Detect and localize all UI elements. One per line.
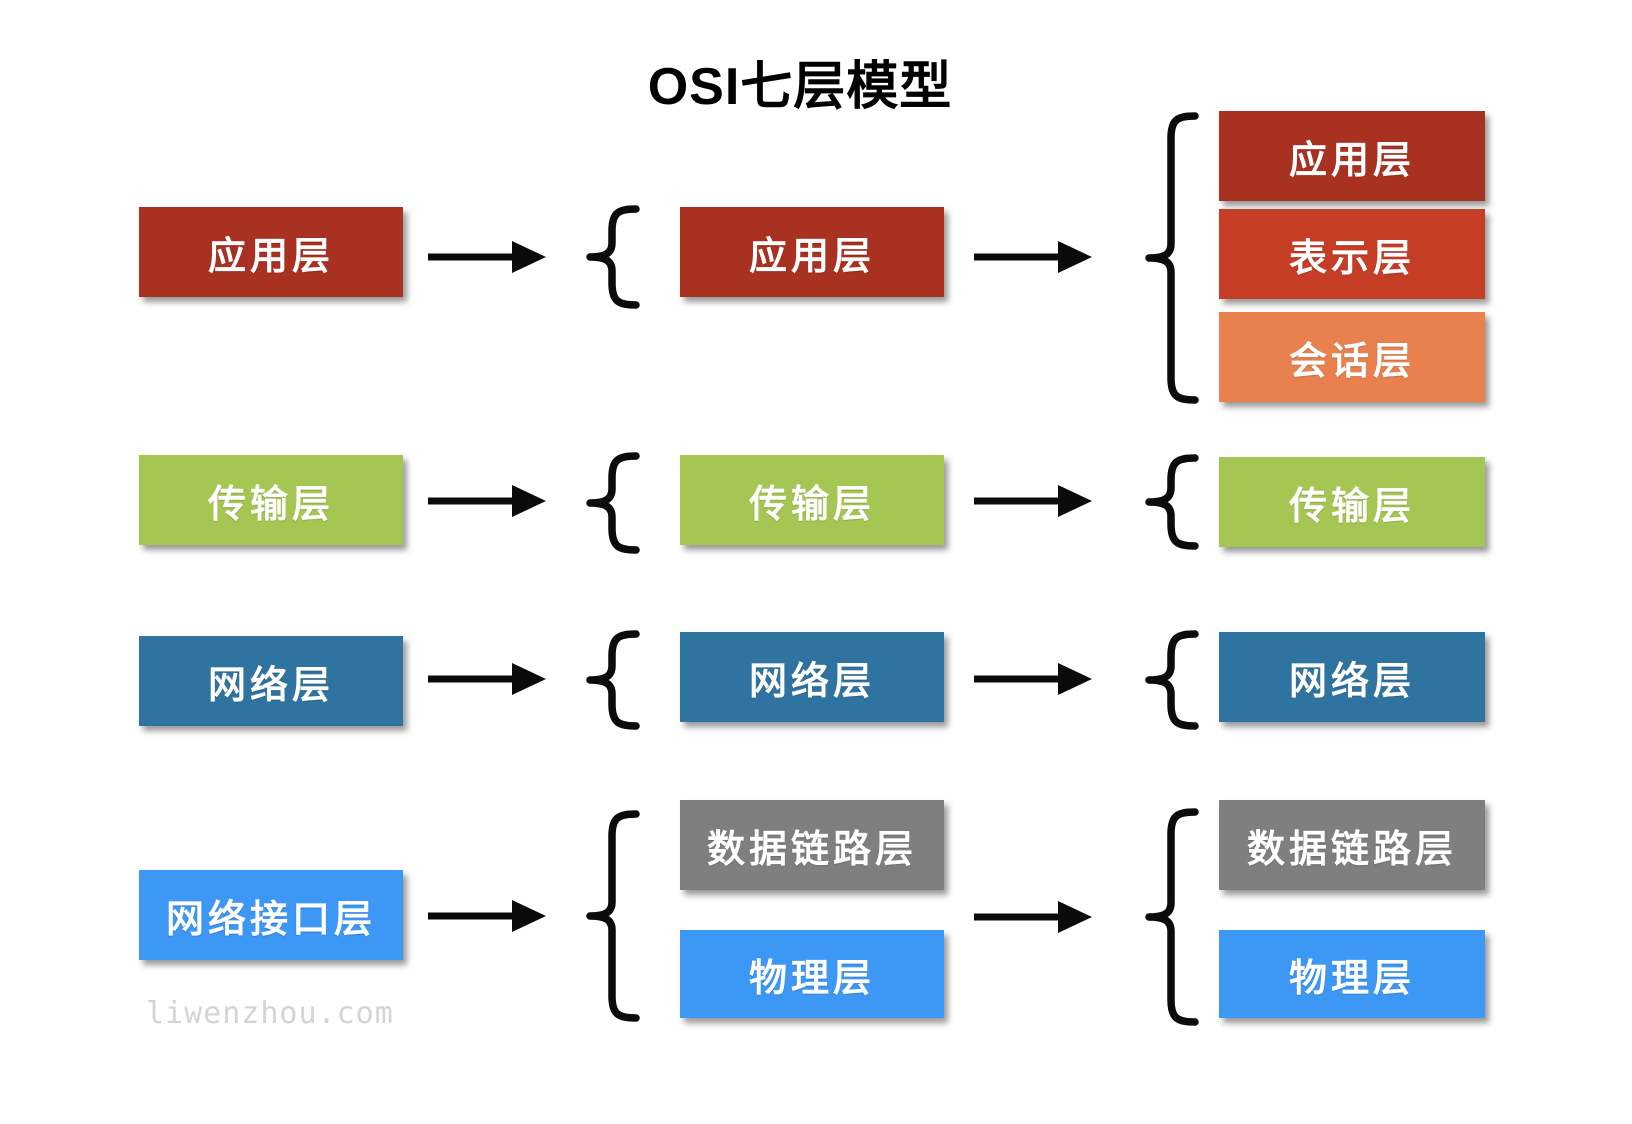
box-left-application: 应用层 xyxy=(139,207,403,297)
box-label: 应用层 xyxy=(1288,139,1415,182)
box-label: 应用层 xyxy=(207,235,334,278)
brace-right-top-group xyxy=(1145,112,1199,404)
box-label: 物理层 xyxy=(1288,957,1415,1000)
diagram-title: OSI七层模型 xyxy=(647,58,953,116)
brace-middle-row3 xyxy=(586,630,640,730)
box-middle-physical: 物理层 xyxy=(680,930,944,1018)
box-label: 传输层 xyxy=(207,483,334,526)
box-middle-datalink: 数据链路层 xyxy=(680,800,944,890)
box-label: 应用层 xyxy=(748,235,875,278)
arrow-left-to-middle-row2 xyxy=(428,485,546,517)
box-right-application: 应用层 xyxy=(1219,111,1485,201)
box-right-physical: 物理层 xyxy=(1219,930,1485,1018)
box-label: 网络层 xyxy=(207,664,334,707)
box-right-transport: 传输层 xyxy=(1219,457,1485,547)
arrow-middle-to-right-row1 xyxy=(974,241,1092,273)
box-right-datalink: 数据链路层 xyxy=(1219,800,1485,890)
box-label: 网络层 xyxy=(1288,660,1415,703)
box-right-presentation: 表示层 xyxy=(1219,209,1485,299)
brace-middle-bottom-group xyxy=(586,810,640,1022)
brace-middle-row1 xyxy=(586,205,640,309)
box-label: 传输层 xyxy=(1288,485,1415,528)
box-label: 网络接口层 xyxy=(165,898,376,941)
box-left-network-interface: 网络接口层 xyxy=(139,870,403,960)
box-label: 物理层 xyxy=(748,957,875,1000)
box-label: 数据链路层 xyxy=(706,828,917,871)
box-left-transport: 传输层 xyxy=(139,455,403,545)
box-label: 会话层 xyxy=(1288,340,1415,383)
watermark: liwenzhou.com xyxy=(146,996,394,1031)
arrow-middle-to-right-row3 xyxy=(974,663,1092,695)
box-label: 传输层 xyxy=(748,483,875,526)
box-middle-transport: 传输层 xyxy=(680,455,944,545)
arrow-middle-to-right-row4 xyxy=(974,901,1092,933)
arrow-left-to-middle-row4 xyxy=(428,900,546,932)
box-middle-application: 应用层 xyxy=(680,207,944,297)
arrow-left-to-middle-row1 xyxy=(428,241,546,273)
box-label: 表示层 xyxy=(1288,237,1415,280)
brace-right-network xyxy=(1145,630,1199,730)
box-middle-network: 网络层 xyxy=(680,632,944,722)
box-left-network: 网络层 xyxy=(139,636,403,726)
box-label: 网络层 xyxy=(748,660,875,703)
box-label: 数据链路层 xyxy=(1246,828,1457,871)
brace-right-transport xyxy=(1145,454,1199,550)
brace-middle-row2 xyxy=(586,452,640,554)
brace-right-bottom-group xyxy=(1145,808,1199,1026)
arrow-middle-to-right-row2 xyxy=(974,485,1092,517)
box-right-network: 网络层 xyxy=(1219,632,1485,722)
arrow-left-to-middle-row3 xyxy=(428,663,546,695)
box-right-session: 会话层 xyxy=(1219,312,1485,402)
